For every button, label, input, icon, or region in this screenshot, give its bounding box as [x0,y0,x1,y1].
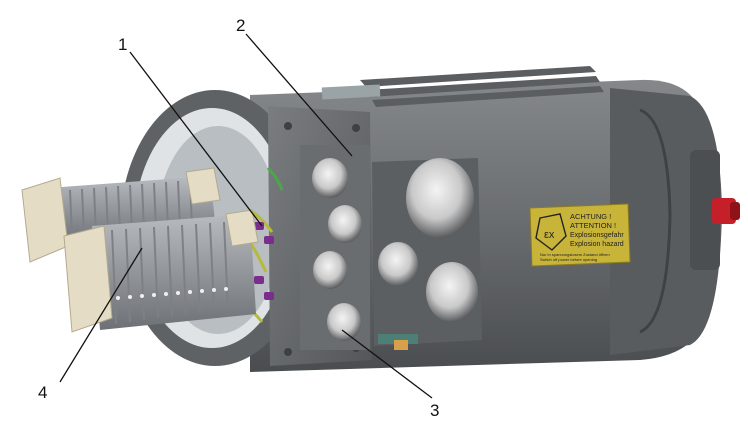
callout-2: 2 [236,16,245,35]
callout-1: 1 [118,35,127,54]
leader-line-2 [245,33,353,157]
warning-line-3: Explosionsgefahr [570,232,624,239]
warning-label: εx ACHTUNG ! ATTENTION ! Explosionsgefah… [529,203,631,267]
cable-entry-hole [312,158,348,198]
warning-line-4: Explosion hazard [570,241,624,248]
large-entry-hole [406,158,474,238]
warning-line-2: ATTENTION ! [570,221,616,230]
red-connector [712,198,740,224]
warning-small-2: Switch off power before opening [540,257,597,262]
large-entry-block [372,158,482,350]
warning-small-1: Nur in spannungslosem Zustand öffnen [540,252,610,257]
rear-end-cap [610,88,722,355]
callout-3: 3 [430,401,439,420]
terminal-end-bracket [185,167,221,205]
terminal-end-bracket [21,177,69,263]
cable-entry-plate [300,145,370,350]
name-plate [321,84,381,100]
purple-wire-ends [254,222,274,300]
warning-line-1: ACHTUNG ! [570,212,611,221]
leader-line-1 [129,51,263,227]
terminal-block-assembly [21,167,259,333]
leader-line-4 [59,247,143,383]
callout-4: 4 [38,383,47,402]
terminal-end-bracket [63,225,113,333]
ex-symbol-icon [535,213,567,251]
cable-entry-hole [328,205,362,243]
leader-line-3 [341,329,433,399]
terminal-end-bracket [225,209,259,247]
large-entry-hole [426,262,478,322]
leader-lines [59,33,433,399]
ex-symbol-text: εx [544,229,555,241]
cooling-fins [360,66,604,107]
cable-entry-hole [313,251,347,289]
cable-entry-hole [327,303,361,341]
large-entry-hole [378,242,418,286]
